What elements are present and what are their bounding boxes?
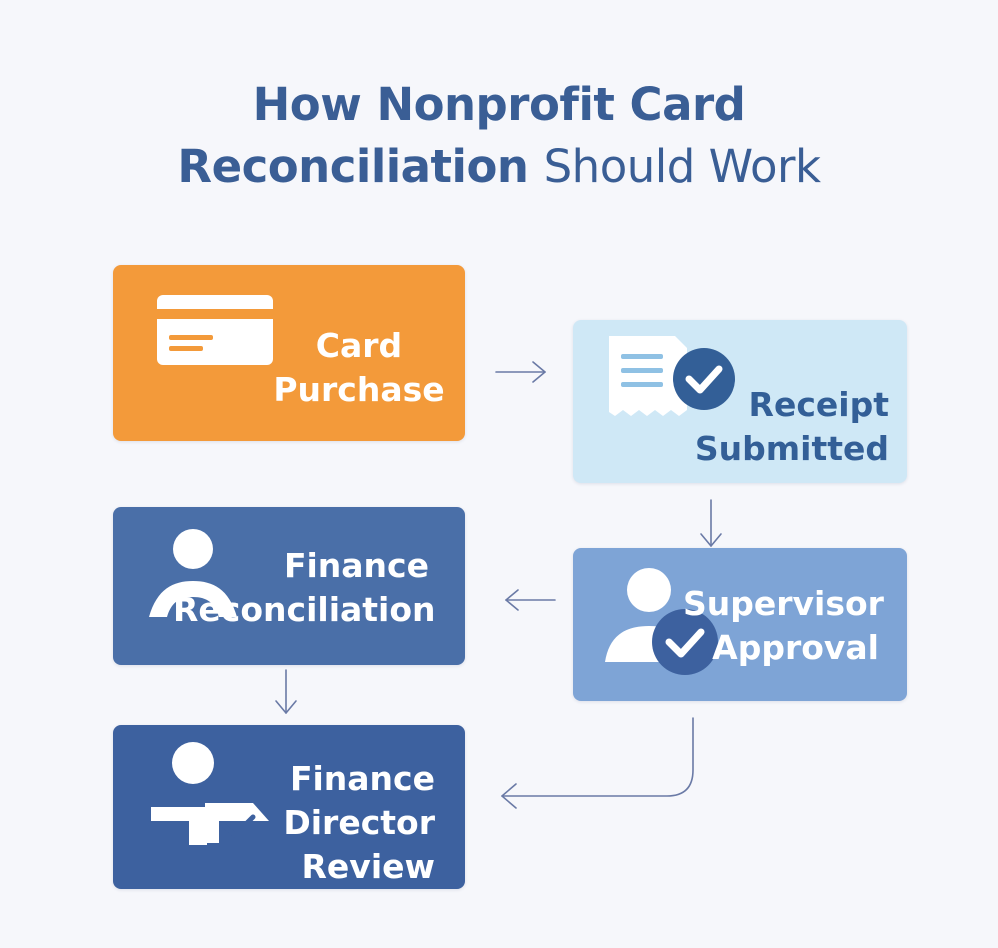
arrow-receipt-to-supervisor <box>700 499 722 547</box>
arrow-card-to-receipt <box>495 361 546 383</box>
page-title: How Nonprofit Card Reconciliation Should… <box>0 74 998 198</box>
card-purchase-label-2: Purchase <box>273 370 445 409</box>
credit-card-icon <box>157 295 273 365</box>
card-purchase-node: Card Purchase <box>113 265 465 441</box>
finance-director-review-label-2: Director <box>283 803 435 842</box>
receipt-submitted-label-1: Receipt <box>748 385 889 424</box>
supervisor-approval-label-2: Approval <box>712 628 879 667</box>
arrow-supervisor-to-director <box>501 717 694 809</box>
finance-reconciliation-label-1: Finance <box>283 546 429 585</box>
title-line-2-light: Should Work <box>543 140 821 193</box>
person-check-icon <box>605 568 718 675</box>
finance-reconciliation-node: Finance Reconciliation <box>113 507 465 665</box>
arrow-supervisor-to-finance <box>505 589 556 611</box>
person-document-icon <box>151 742 269 845</box>
arrow-finance-to-director <box>275 669 297 714</box>
person-icon <box>149 529 237 617</box>
finance-director-review-label-3: Review <box>301 847 435 886</box>
receipt-check-icon <box>609 336 735 416</box>
finance-director-review-node: Finance Director Review <box>113 725 465 889</box>
title-line-2: Reconciliation Should Work <box>0 136 998 198</box>
receipt-submitted-label-2: Submitted <box>694 429 889 468</box>
card-purchase-label-1: Card <box>315 326 403 365</box>
title-line-2-bold: Reconciliation <box>177 140 529 193</box>
supervisor-approval-label-1: Supervisor <box>683 584 884 623</box>
supervisor-approval-node: Supervisor Approval <box>573 548 907 701</box>
finance-reconciliation-label-2: Reconciliation <box>173 590 436 629</box>
receipt-submitted-node: Receipt Submitted <box>573 320 907 483</box>
finance-director-review-label-1: Finance <box>289 759 435 798</box>
title-line-1: How Nonprofit Card <box>252 78 746 131</box>
